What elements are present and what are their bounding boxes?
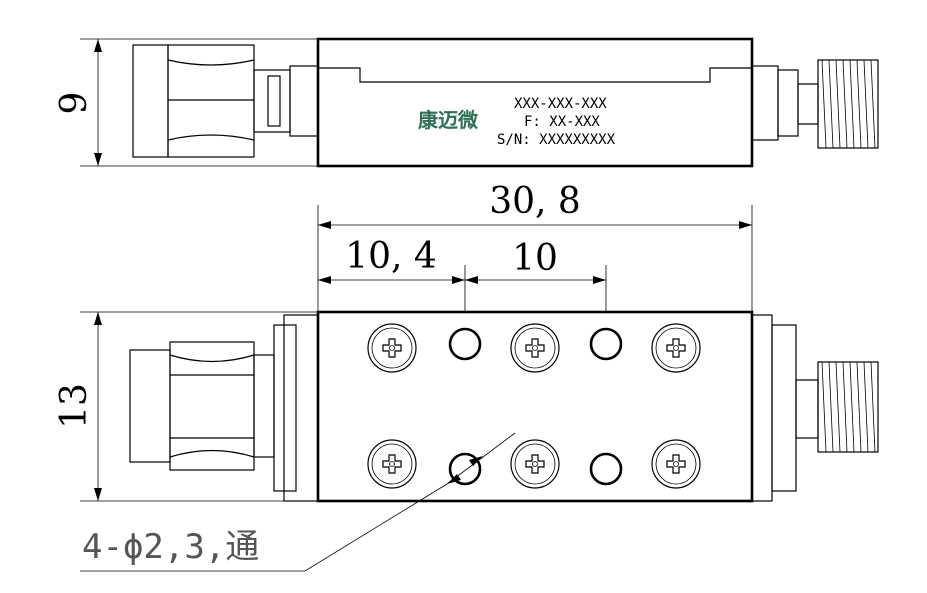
mounting-hole-icon <box>589 452 623 486</box>
height-dim-9: 9 <box>54 92 95 115</box>
mounting-hole-icon <box>589 327 623 361</box>
thread-line <box>842 361 848 453</box>
overall-length-dim: 30, 8 <box>489 181 581 222</box>
screw-icon <box>510 439 560 489</box>
left-connector-top <box>132 44 319 158</box>
serial-label: S/N: XXXXXXXXX <box>497 132 616 148</box>
thread-line <box>870 59 876 149</box>
right-connector-top <box>751 59 879 149</box>
body-top: 康迈微 XXX-XXX-XXX F: XX-XXX S/N: XXXXXXXXX <box>316 37 754 168</box>
mounting-features <box>367 323 701 489</box>
thread-lines <box>821 361 876 453</box>
screw-icon <box>651 323 701 373</box>
part-number-label: XXX-XXX-XXX <box>514 96 607 112</box>
first-hole-dim: 10, 4 <box>345 236 437 277</box>
thread-line <box>821 59 827 149</box>
hole-note: 4-ϕ2,3,通 <box>82 527 259 567</box>
thread-line <box>870 361 876 453</box>
height-dim-13: 13 <box>54 383 95 429</box>
thread-line <box>849 59 855 149</box>
hole-spacing-dim: 10 <box>512 238 558 279</box>
thread-line <box>849 361 855 453</box>
top-view: 康迈微 XXX-XXX-XXX F: XX-XXX S/N: XXXXXXXXX… <box>54 37 879 168</box>
thread-line <box>828 59 834 149</box>
screw-icon <box>510 323 560 373</box>
thread-line <box>821 361 827 453</box>
right-connector-bottom <box>751 314 879 502</box>
hole-callout: 4-ϕ2,3,通 <box>80 432 516 572</box>
mounting-hole-icon <box>448 452 482 486</box>
thread-lines <box>821 59 876 149</box>
thread-line <box>856 361 862 453</box>
screw-icon <box>367 323 417 373</box>
left-connector-bottom <box>129 314 319 502</box>
thread-line <box>835 59 841 149</box>
height-dimension-bottom: 13 <box>54 311 318 502</box>
screw-icon <box>651 439 701 489</box>
screw-icon <box>367 439 417 489</box>
length-dimensions: 30, 8 10, 4 10 <box>317 181 753 312</box>
thread-line <box>842 59 848 149</box>
thread-line <box>863 361 869 453</box>
thread-line <box>828 361 834 453</box>
mounting-hole-icon <box>448 327 482 361</box>
thread-line <box>856 59 862 149</box>
height-dimension-top: 9 <box>54 38 318 167</box>
brand-label: 康迈微 <box>418 108 478 132</box>
thread-line <box>835 361 841 453</box>
bottom-view: 13 4-ϕ2,3,通 <box>54 310 879 572</box>
thread-line <box>863 59 869 149</box>
frequency-label: F: XX-XXX <box>524 114 600 130</box>
